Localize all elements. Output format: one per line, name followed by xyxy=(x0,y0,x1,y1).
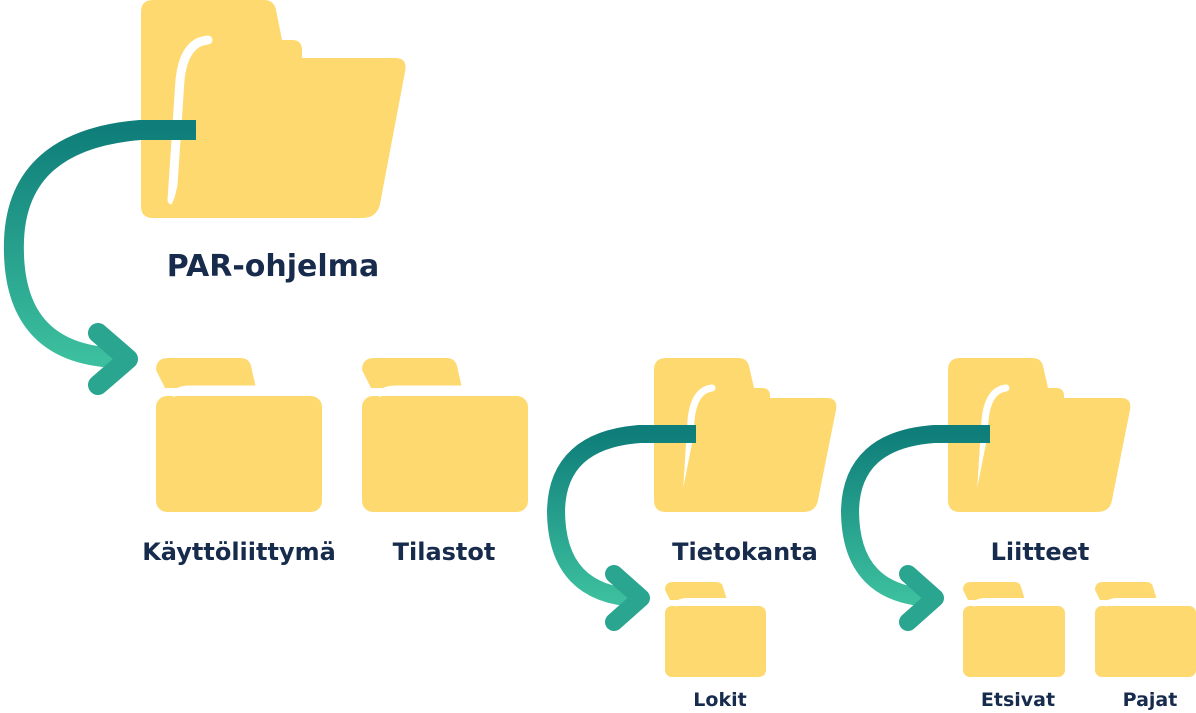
folder-icon xyxy=(362,358,528,512)
folder-root[interactable]: PAR-ohjelma xyxy=(141,0,406,284)
arrowhead-icon xyxy=(88,323,138,395)
folder-liitteet[interactable]: Liitteet xyxy=(948,358,1131,566)
folder-pajat[interactable]: Pajat xyxy=(1095,582,1196,711)
folder-lokit-label: Lokit xyxy=(693,689,746,711)
folder-tilastot[interactable]: Tilastot xyxy=(362,358,528,566)
folder-lokit[interactable]: Lokit xyxy=(665,582,766,711)
folder-open-icon xyxy=(654,358,837,512)
folder-kayttoliittyma-label: Käyttöliittymä xyxy=(142,538,336,566)
folder-icon xyxy=(156,358,322,512)
folder-tilastot-label: Tilastot xyxy=(393,538,496,566)
folder-icon xyxy=(1095,582,1196,677)
arrow-root-to-kayttoliittyma xyxy=(3,120,196,395)
arrow-liitteet-to-etsivat xyxy=(840,425,990,631)
arrowhead-icon xyxy=(899,565,944,631)
folder-tietokanta[interactable]: Tietokanta xyxy=(654,358,837,566)
folder-etsivat[interactable]: Etsivat xyxy=(963,582,1065,711)
arrow-tietokanta-to-lokit xyxy=(546,425,696,631)
folder-kayttoliittyma[interactable]: Käyttöliittymä xyxy=(142,358,336,566)
folder-icon xyxy=(665,582,766,677)
arrowhead-icon xyxy=(605,565,650,631)
folder-tietokanta-label: Tietokanta xyxy=(672,538,818,566)
folder-open-icon xyxy=(948,358,1131,512)
folder-open-icon xyxy=(141,0,406,218)
folder-icon xyxy=(963,582,1065,677)
folder-pajat-label: Pajat xyxy=(1123,689,1178,711)
folder-liitteet-label: Liitteet xyxy=(991,538,1090,566)
folder-root-label: PAR-ohjelma xyxy=(167,249,379,284)
folder-etsivat-label: Etsivat xyxy=(981,689,1055,711)
